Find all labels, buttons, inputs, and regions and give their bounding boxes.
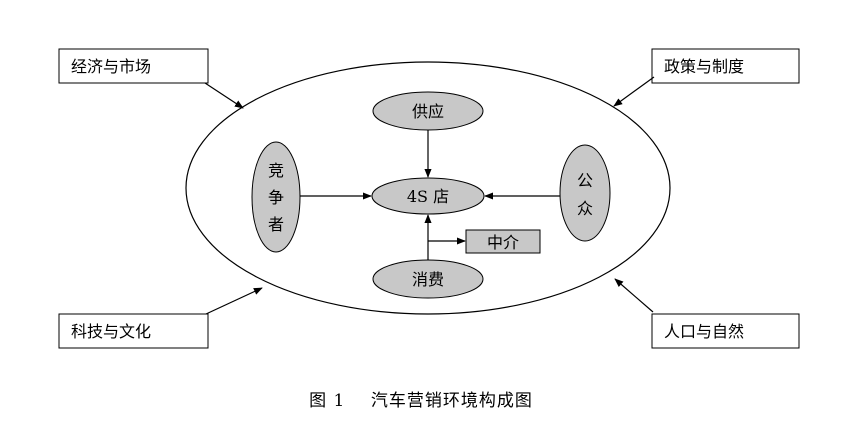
- factor-box-economy-market: 经济与市场: [58, 48, 209, 84]
- factor-label-technology-culture: 科技与文化: [71, 322, 151, 341]
- node-public-char-1: 公: [577, 171, 593, 190]
- node-supply: 供应: [372, 91, 484, 131]
- node-center-label: 4S 店: [407, 187, 449, 206]
- factor-label-population-nature: 人口与自然: [664, 322, 744, 341]
- factor-box-policy-system: 政策与制度: [651, 48, 800, 84]
- arrow-policy-system: [613, 76, 655, 107]
- node-public-char-2: 众: [577, 199, 593, 218]
- node-intermediary: 中介: [465, 229, 541, 254]
- node-competitor-char-3: 者: [268, 215, 284, 234]
- node-public: 公 众: [559, 144, 611, 242]
- node-intermediary-label: 中介: [487, 233, 519, 252]
- marketing-environment-diagram: 经济与市场 政策与制度 科技与文化 人口与自然 供应 4S 店 消费 竞 争 者: [58, 48, 800, 349]
- factor-label-policy-system: 政策与制度: [664, 57, 744, 76]
- factor-box-population-nature: 人口与自然: [651, 313, 800, 349]
- node-competitor: 竞 争 者: [251, 141, 301, 253]
- arrow-economy-market: [204, 82, 244, 109]
- node-competitor-char-2: 争: [268, 188, 284, 207]
- node-competitor-char-1: 竞: [268, 161, 284, 180]
- factor-label-economy-market: 经济与市场: [71, 57, 151, 76]
- figure-caption: 图 1 汽车营销环境构成图: [309, 391, 533, 411]
- node-consumer-label: 消费: [412, 270, 444, 289]
- node-center-dealer: 4S 店: [371, 177, 485, 215]
- arrow-technology-culture: [205, 287, 263, 315]
- node-supply-label: 供应: [412, 102, 444, 121]
- arrow-population-nature: [614, 278, 654, 313]
- node-consumer: 消费: [372, 259, 484, 299]
- factor-box-technology-culture: 科技与文化: [58, 313, 209, 349]
